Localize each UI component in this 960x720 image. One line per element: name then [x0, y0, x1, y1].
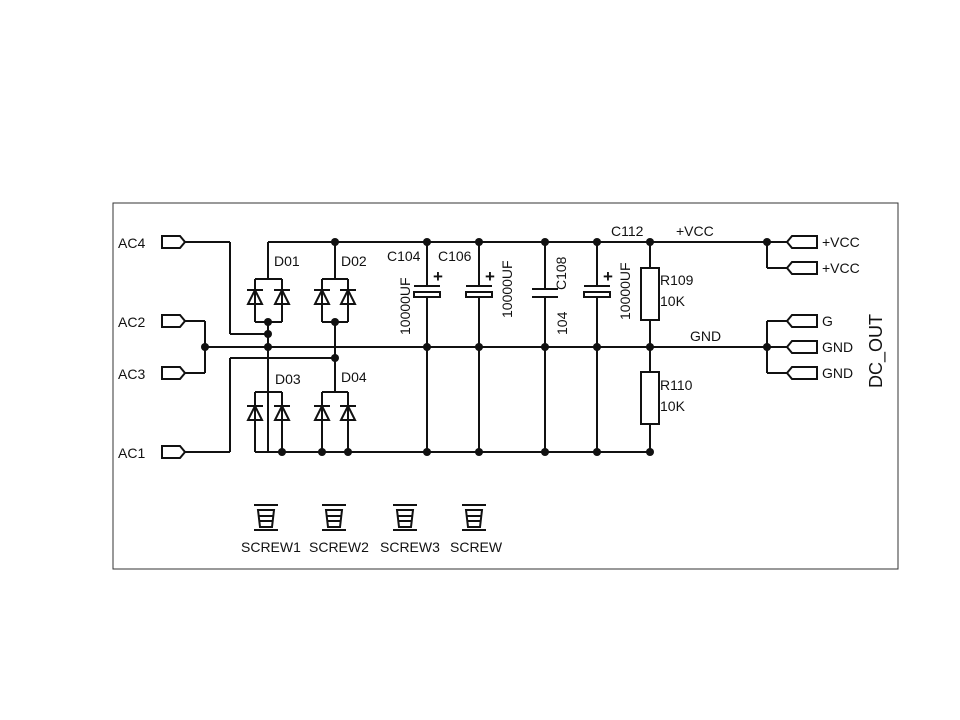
- net-gnd: GND: [690, 328, 721, 344]
- screw-icon: [254, 504, 278, 531]
- polarity-c112: +: [603, 267, 613, 286]
- screw-icon: [462, 504, 486, 531]
- value-c108: 104: [554, 311, 570, 335]
- screw-icon: [322, 504, 346, 531]
- screw-icon: [393, 504, 417, 531]
- diode-d01-pair: [246, 287, 291, 305]
- label-ac1: AC1: [118, 445, 145, 461]
- polarity-c106: +: [485, 267, 495, 286]
- label-c108: C108: [553, 256, 569, 290]
- label-ac3: AC3: [118, 366, 145, 382]
- value-r109: 10K: [660, 293, 686, 309]
- label-d01: D01: [274, 253, 300, 269]
- capacitor-c106-symbol: [465, 285, 493, 298]
- value-c104: 10000UF: [397, 277, 413, 335]
- label-screw4: SCREW: [450, 539, 503, 555]
- diode-d03-pair: [246, 403, 291, 421]
- value-r110: 10K: [660, 398, 686, 414]
- connector-gnd1: [785, 340, 818, 354]
- label-d02: D02: [341, 253, 367, 269]
- label-out-vcc1: +VCC: [822, 234, 860, 250]
- net-vcc: +VCC: [676, 223, 714, 239]
- polarity-c104: +: [433, 267, 443, 286]
- label-ac2: AC2: [118, 314, 145, 330]
- resistor-r109-symbol: [640, 267, 660, 321]
- connector-g: [785, 314, 818, 328]
- label-r109: R109: [660, 272, 694, 288]
- capacitor-c104-symbol: [413, 285, 441, 298]
- label-out-g: G: [822, 313, 833, 329]
- board-frame: [112, 202, 899, 570]
- label-d04: D04: [341, 369, 367, 385]
- capacitor-c108-symbol: [532, 288, 558, 298]
- label-screw3: SCREW3: [380, 539, 440, 555]
- label-out-gnd2: GND: [822, 365, 853, 381]
- connector-vcc2: [785, 261, 818, 275]
- label-out-gnd1: GND: [822, 339, 853, 355]
- label-c104: C104: [387, 248, 421, 264]
- label-ac4: AC4: [118, 235, 145, 251]
- label-screw2: SCREW2: [309, 539, 369, 555]
- labels: AC4 AC2 AC3 AC1 D01 D02 D03 D04 C104 C10…: [118, 223, 887, 555]
- capacitor-c112-symbol: [583, 285, 611, 298]
- label-d03: D03: [275, 371, 301, 387]
- label-c106: C106: [438, 248, 472, 264]
- label-screw1: SCREW1: [241, 539, 301, 555]
- connector-vcc1: [785, 235, 818, 249]
- diode-d02-pair: [313, 287, 357, 305]
- screw-icons: [254, 504, 486, 531]
- input-connectors: [161, 235, 187, 459]
- resistor-r110-symbol: [640, 371, 660, 425]
- connector-ac3: [161, 366, 187, 380]
- connector-ac4: [161, 235, 187, 249]
- value-c112: 10000UF: [617, 262, 633, 320]
- label-r110: R110: [660, 377, 693, 393]
- label-c112: C112: [611, 223, 644, 239]
- value-c106: 10000UF: [499, 260, 515, 318]
- output-connectors: [785, 235, 818, 380]
- connector-ac1: [161, 445, 187, 459]
- dc-out-title: DC_OUT: [866, 314, 887, 388]
- connector-ac2: [161, 314, 187, 328]
- label-out-vcc2: +VCC: [822, 260, 860, 276]
- connector-gnd2: [785, 366, 818, 380]
- junction-dots: [201, 238, 771, 456]
- diode-bridge: [246, 287, 357, 421]
- diode-d04-pair: [313, 403, 357, 421]
